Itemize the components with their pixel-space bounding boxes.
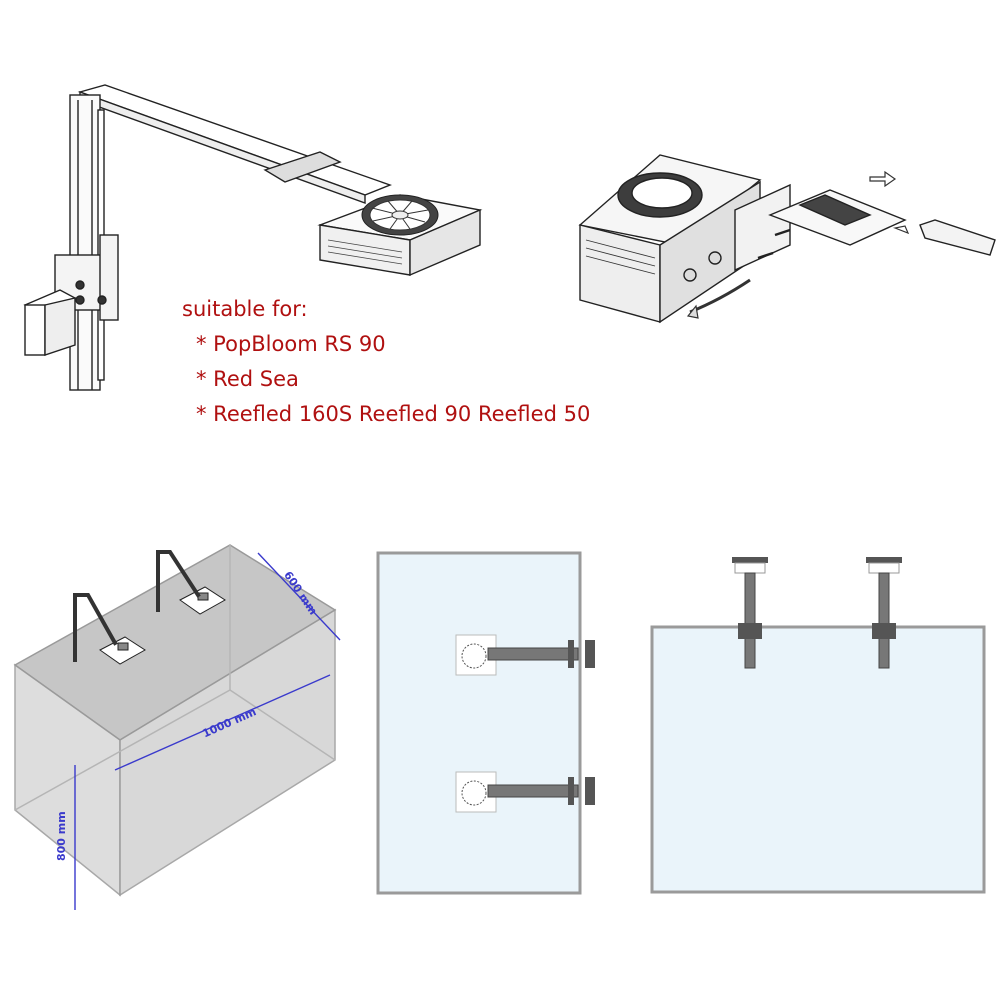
arm-slider (263, 151, 342, 183)
light-unit-side (409, 208, 481, 277)
tank-light-unit (99, 586, 226, 665)
direction-arrow-icon (686, 170, 910, 319)
compatibility-item: * Red Sea (196, 367, 299, 391)
top-view-light-assembly (455, 634, 595, 676)
mounting-plate-diagram (578, 154, 996, 324)
tank-glass-front-view (650, 625, 986, 894)
compatibility-list: suitable for: * PopBloom RS 90 * Red Sea… (182, 292, 590, 432)
front-view-light-assembly (866, 557, 902, 669)
dimension-height-label: 800 mm (55, 811, 68, 861)
tank-top-view-diagram (376, 551, 595, 895)
dimension-lines (74, 552, 341, 910)
bracket-assembly-diagram (23, 84, 483, 391)
horizontal-arm-side (79, 91, 366, 204)
tank-glass-top-view (376, 551, 582, 895)
horizontal-arm (77, 84, 392, 196)
compatibility-heading: suitable for: (182, 297, 308, 321)
top-view-light-assembly (455, 771, 595, 813)
tank-front-view-diagram (650, 557, 986, 894)
compatibility-item: * PopBloom RS 90 (196, 332, 386, 356)
rail (919, 219, 996, 256)
tank-bracket (73, 550, 201, 662)
light-unit-front (579, 224, 661, 323)
front-view-light-assembly (732, 557, 768, 669)
compatibility-item: * Reefled 160S Reefled 90 Reefled 50 (196, 402, 591, 426)
tank-dimensions-diagram: 1000 mm 600 mm 800 mm (13, 544, 341, 910)
l-bracket (734, 183, 791, 272)
fan-icon (361, 194, 439, 236)
